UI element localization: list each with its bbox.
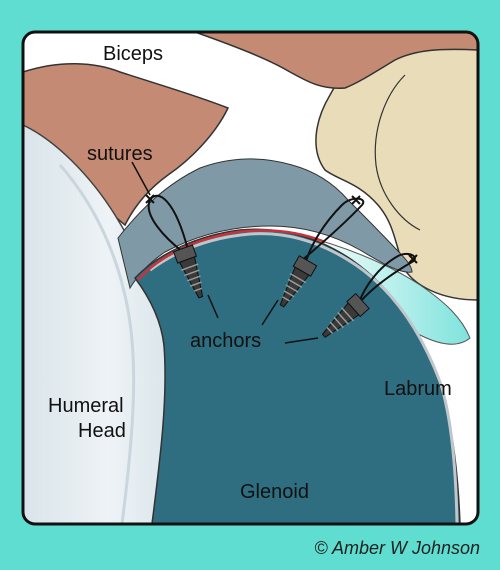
anchor-2-icon	[279, 255, 318, 308]
suture-knot-3	[408, 254, 418, 264]
label-glenoid: Glenoid	[240, 481, 309, 503]
label-humeral: Humeral	[48, 395, 124, 417]
label-labrum: Labrum	[384, 378, 452, 400]
leader-sutures	[131, 161, 151, 196]
scapula-bone-contour	[374, 74, 421, 231]
frame-border	[21, 30, 480, 526]
copyright-credit: © Amber W Johnson	[314, 538, 480, 558]
muscle-top	[194, 32, 478, 89]
label-sutures: sutures	[87, 143, 153, 165]
suture-3	[357, 252, 416, 306]
label-anchors: anchors	[190, 330, 261, 352]
humeral-head-inner-contour	[58, 164, 136, 524]
scapula-bone	[315, 32, 478, 301]
glenoid-rim-outline	[149, 232, 459, 524]
anchor-1-icon	[172, 244, 204, 299]
cartilage-line	[137, 229, 326, 281]
suture-knot-1	[145, 194, 155, 204]
leader-anchor-2	[261, 299, 279, 326]
label-head: Head	[78, 420, 126, 442]
leader-anchor-1	[207, 294, 219, 319]
suture-knot-2	[351, 195, 361, 205]
anchor-3-icon	[321, 292, 370, 338]
label-biceps: Biceps	[103, 43, 163, 65]
leader-anchor-3	[284, 337, 319, 344]
capsule	[117, 158, 413, 290]
suture-2	[299, 197, 365, 266]
